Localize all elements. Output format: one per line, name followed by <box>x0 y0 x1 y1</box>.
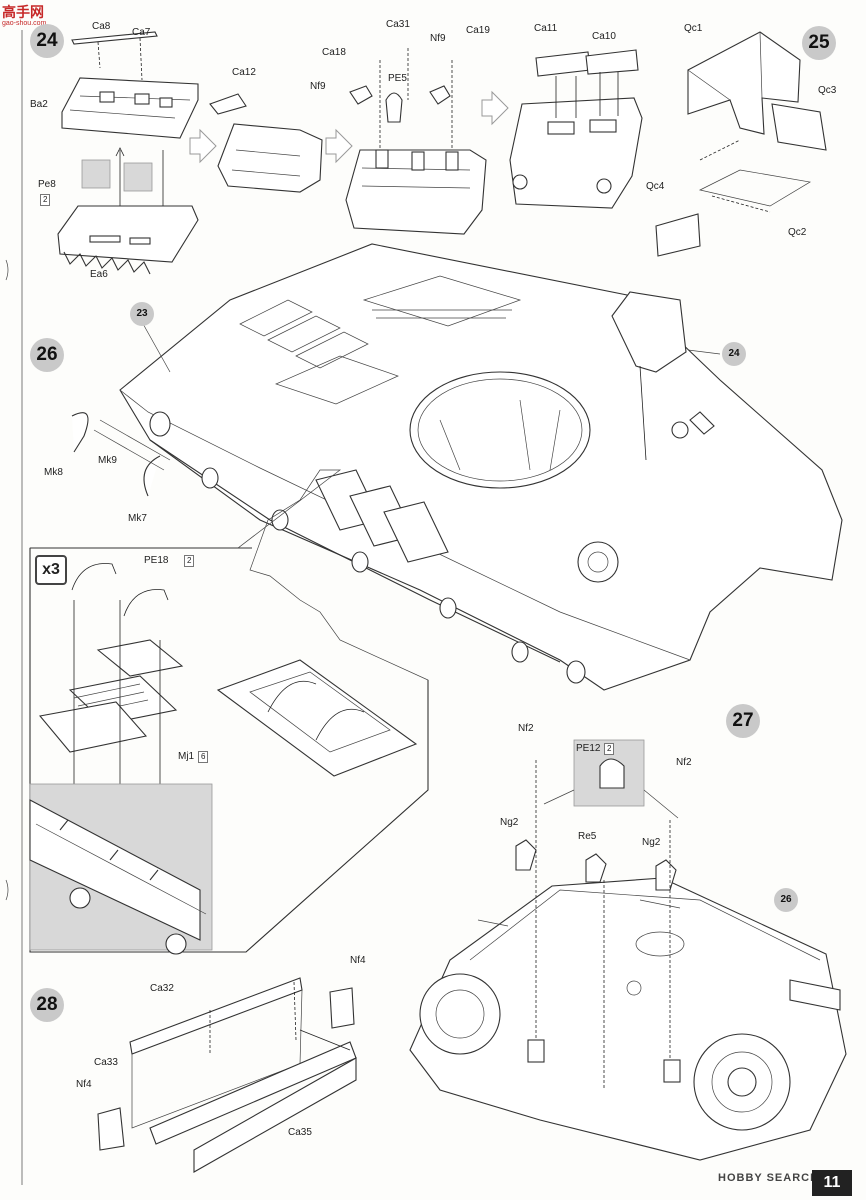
step25-drawing <box>655 31 827 257</box>
qty-pe8: 2 <box>40 194 51 206</box>
qty-pe18: 2 <box>184 555 195 567</box>
label-ca11: Ca11 <box>534 23 558 34</box>
label-ca33: Ca33 <box>94 1057 118 1068</box>
label-qc2: Qc2 <box>788 227 807 238</box>
step26-drawing <box>71 243 843 691</box>
label-mj1: Mj1 <box>178 751 195 762</box>
label-ca31: Ca31 <box>386 19 410 30</box>
label-pe18: PE18 <box>144 555 169 566</box>
multiplier-badge: x3 <box>35 555 67 585</box>
hobby-search-logo: HOBBY SEARCH <box>718 1172 820 1184</box>
label-mk9: Mk9 <box>98 455 117 466</box>
label-ca10: Ca10 <box>592 31 616 42</box>
step-number-24: 24 <box>30 24 64 58</box>
label-ca32: Ca32 <box>150 983 174 994</box>
callout-24: 24 <box>722 342 746 366</box>
label-mk7: Mk7 <box>128 513 147 524</box>
label-mk8: Mk8 <box>44 467 63 478</box>
label-pe12: PE12 <box>576 743 601 754</box>
label-ng2-a: Ng2 <box>500 817 519 828</box>
label-qc4: Qc4 <box>646 181 665 192</box>
label-ba2: Ba2 <box>30 99 48 110</box>
label-ea6: Ea6 <box>90 269 108 280</box>
label-pe5: PE5 <box>388 73 407 84</box>
step-number-27: 27 <box>726 704 760 738</box>
label-qc1: Qc1 <box>684 23 703 34</box>
label-nf9-b: Nf9 <box>310 81 326 92</box>
step24-drawing <box>57 31 643 275</box>
qty-pe12: 2 <box>604 743 615 755</box>
label-ca12: Ca12 <box>232 67 256 78</box>
step-number-26: 26 <box>30 338 64 372</box>
label-qc3: Qc3 <box>818 85 837 96</box>
label-nf4-a: Nf4 <box>350 955 366 966</box>
label-re5: Re5 <box>578 831 597 842</box>
label-ca8: Ca8 <box>92 21 111 32</box>
step28-drawing <box>97 977 357 1173</box>
page-number: 11 <box>812 1170 852 1196</box>
label-ca19: Ca19 <box>466 25 490 36</box>
watermark-url: gao-shou.com <box>2 20 47 27</box>
callout-26: 26 <box>774 888 798 912</box>
label-pe8: Pe8 <box>38 179 56 190</box>
label-ca18: Ca18 <box>322 47 346 58</box>
label-ng2-b: Ng2 <box>642 837 661 848</box>
step-number-28: 28 <box>30 988 64 1022</box>
callout-23: 23 <box>130 302 154 326</box>
label-nf4-b: Nf4 <box>76 1079 92 1090</box>
label-nf9-a: Nf9 <box>430 33 446 44</box>
label-ca7: Ca7 <box>132 27 151 38</box>
qty-mj1: 6 <box>198 751 209 763</box>
step-number-25: 25 <box>802 26 836 60</box>
label-nf2-b: Nf2 <box>676 757 692 768</box>
watermark-brand: 高手网 <box>2 4 44 20</box>
label-nf2-a: Nf2 <box>518 723 534 734</box>
step27-drawing <box>409 739 847 1161</box>
label-ca35: Ca35 <box>288 1127 312 1138</box>
track-box-detail <box>29 469 429 955</box>
